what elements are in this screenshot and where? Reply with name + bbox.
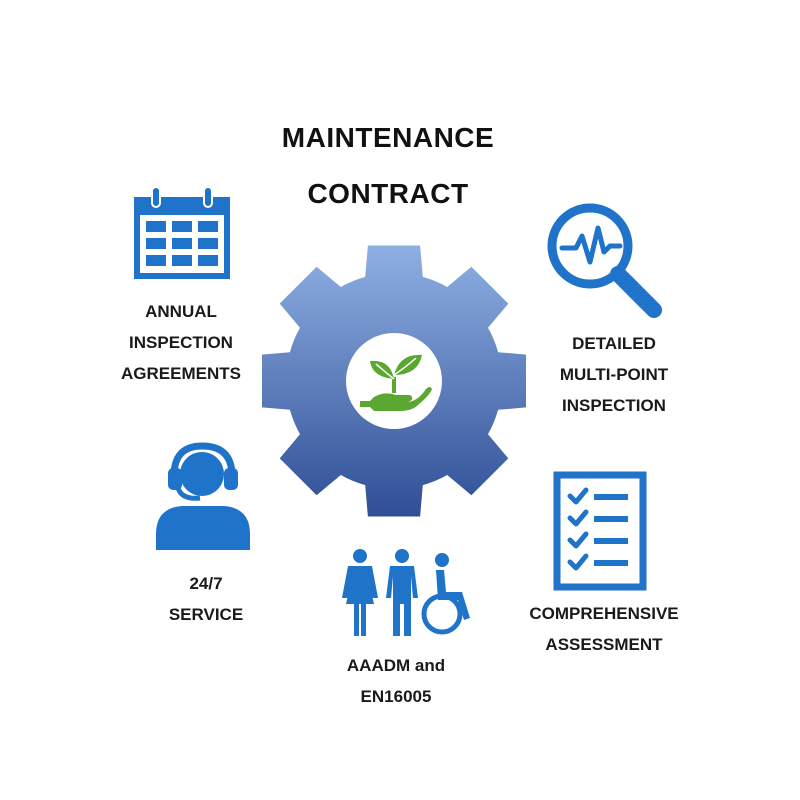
title-line-1: MAINTENANCE <box>281 122 495 153</box>
accessibility-people-icon <box>338 548 478 638</box>
title-line-2: CONTRACT <box>307 178 469 209</box>
magnifier-pulse-icon <box>544 200 666 322</box>
label-service: 24/7 SERVICE <box>168 574 244 624</box>
label-comprehensive-assessment: COMPREHENSIVE ASSESSMENT <box>529 604 679 654</box>
label-annual-inspection: ANNUAL INSPECTION AGREEMENTS <box>121 302 241 383</box>
label-detailed-inspection: DETAILED MULTI-POINT INSPECTION <box>559 334 669 415</box>
checklist-icon <box>552 470 648 592</box>
calendar-icon <box>130 185 234 283</box>
central-gear <box>258 240 530 522</box>
plant-in-hand-icon <box>360 354 432 411</box>
support-agent-headset-icon <box>152 438 254 552</box>
label-aaadm-en16005: AAADM and EN16005 <box>346 656 446 706</box>
diagram-title: MAINTENANCE CONTRACT <box>230 110 546 222</box>
gear-icon <box>258 245 530 517</box>
